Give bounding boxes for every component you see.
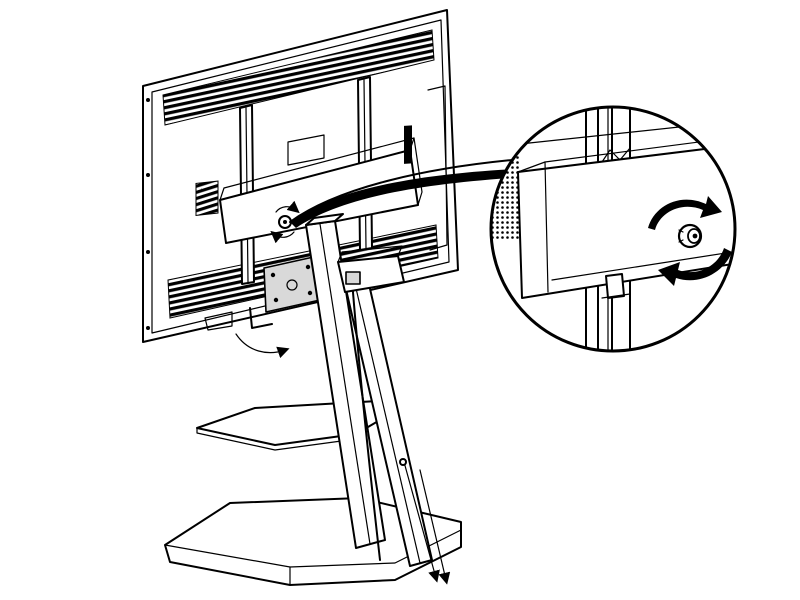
stand-column (305, 213, 386, 549)
allen-key (249, 307, 273, 329)
horizontal-bracket (219, 125, 423, 244)
tilt-arrow (235, 333, 290, 359)
column-clamp (337, 245, 405, 293)
rotate-arrow-upper (648, 196, 722, 230)
base-plate (164, 497, 462, 586)
thumb-screw-icon (677, 223, 703, 249)
rotate-arrow-lower (658, 248, 732, 286)
cover-release-arrows (399, 458, 451, 585)
detail-magnifier (489, 105, 737, 353)
vesa-plate (263, 255, 321, 313)
bracket-knob (270, 200, 300, 244)
